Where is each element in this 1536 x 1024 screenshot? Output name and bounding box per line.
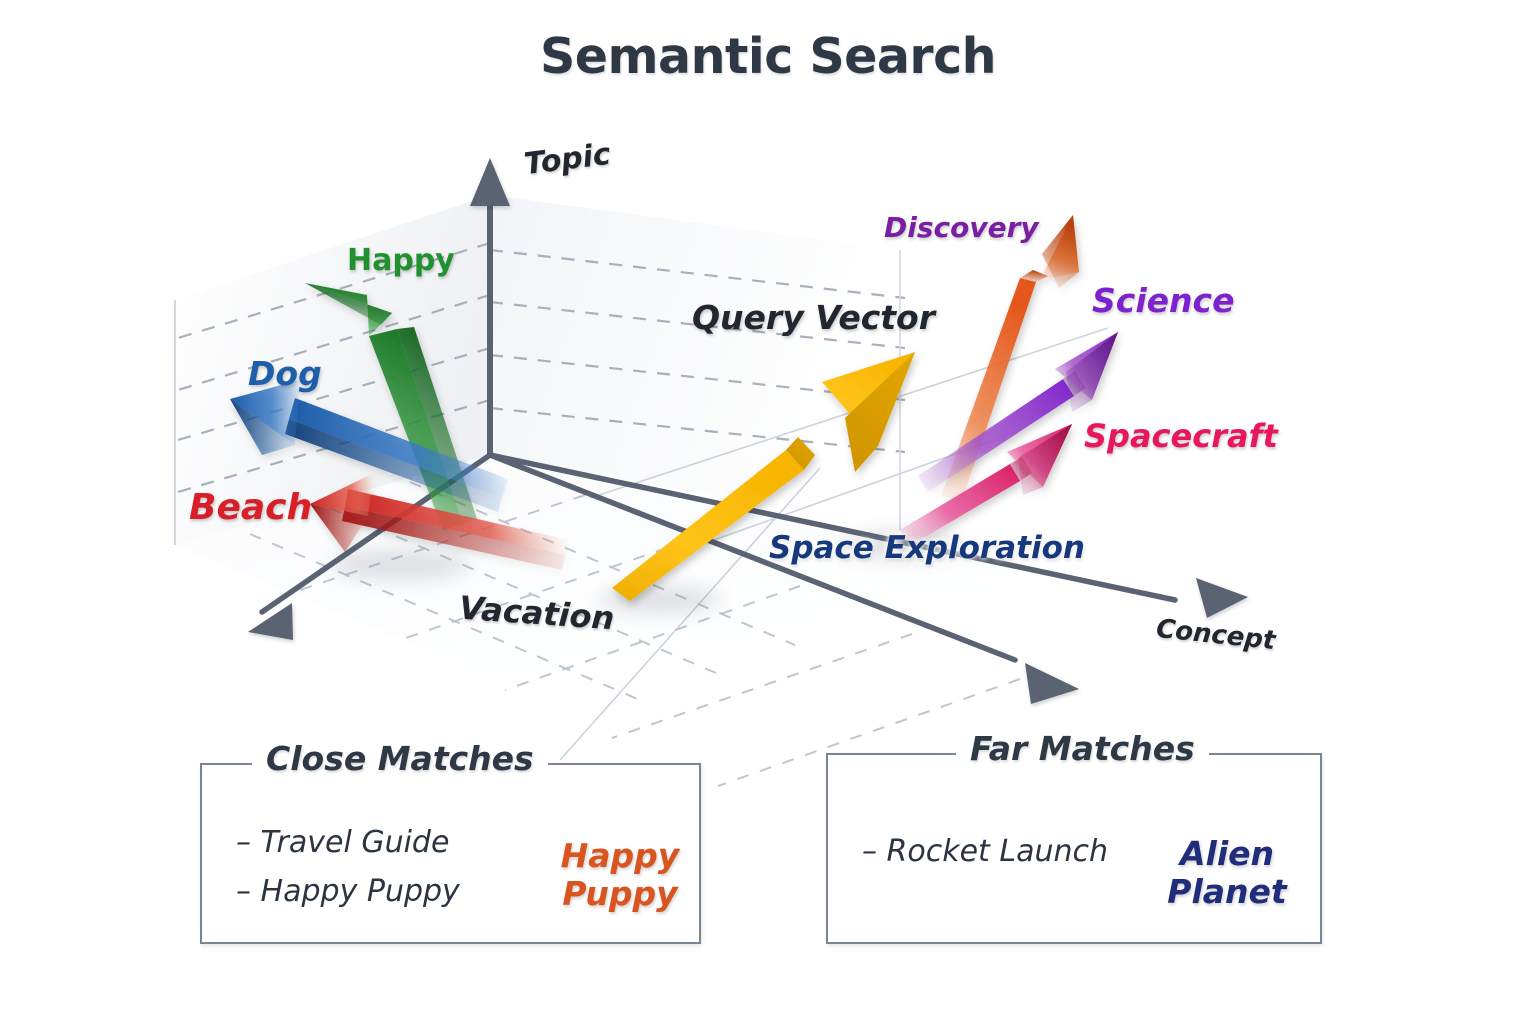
close-match-result: Happy Puppy xyxy=(560,837,680,913)
far-matches-panel: Far Matches – Rocket Launch Alien Planet xyxy=(826,729,1322,944)
concept-axis xyxy=(1196,578,1248,618)
page-title: Semantic Search xyxy=(539,28,997,85)
far-match-result-line1: Alien xyxy=(1179,834,1275,873)
close-matches-title: Close Matches xyxy=(252,739,548,778)
vector-dog xyxy=(230,380,508,512)
list-item: – Rocket Launch xyxy=(862,834,1108,869)
concept-axis-secondary xyxy=(1025,663,1079,704)
vector-label-happy: Happy xyxy=(347,243,455,278)
vector-label-beach: Beach xyxy=(189,487,313,528)
vector-label-dog: Dog xyxy=(248,354,322,393)
vacation-axis xyxy=(248,603,293,640)
vector-label-query: Query Vector xyxy=(692,298,936,337)
vector-spacecraft xyxy=(900,424,1072,546)
vector-beach xyxy=(310,473,568,570)
vector-label-science: Science xyxy=(1092,281,1235,320)
list-item: – Travel Guide xyxy=(236,825,450,860)
far-match-result: Alien Planet xyxy=(1162,835,1292,911)
vector-science xyxy=(918,332,1118,492)
far-matches-list: – Rocket Launch xyxy=(862,827,1108,876)
close-matches-list: – Travel Guide – Happy Puppy xyxy=(236,818,460,916)
far-matches-title: Far Matches xyxy=(956,729,1209,768)
vector-discovery xyxy=(941,215,1079,500)
far-match-result-line2: Planet xyxy=(1167,872,1287,911)
close-matches-panel: Close Matches – Travel Guide – Happy Pup… xyxy=(200,739,701,944)
close-match-result-line1: Happy xyxy=(560,836,680,875)
close-match-result-line2: Puppy xyxy=(562,874,678,913)
region-label-space-exploration: Space Exploration xyxy=(769,530,1085,566)
topic-axis xyxy=(470,158,510,458)
vector-label-spacecraft: Spacecraft xyxy=(1084,417,1278,455)
vector-query xyxy=(612,352,915,601)
list-item: – Happy Puppy xyxy=(236,874,460,909)
vector-label-discovery: Discovery xyxy=(884,211,1039,244)
